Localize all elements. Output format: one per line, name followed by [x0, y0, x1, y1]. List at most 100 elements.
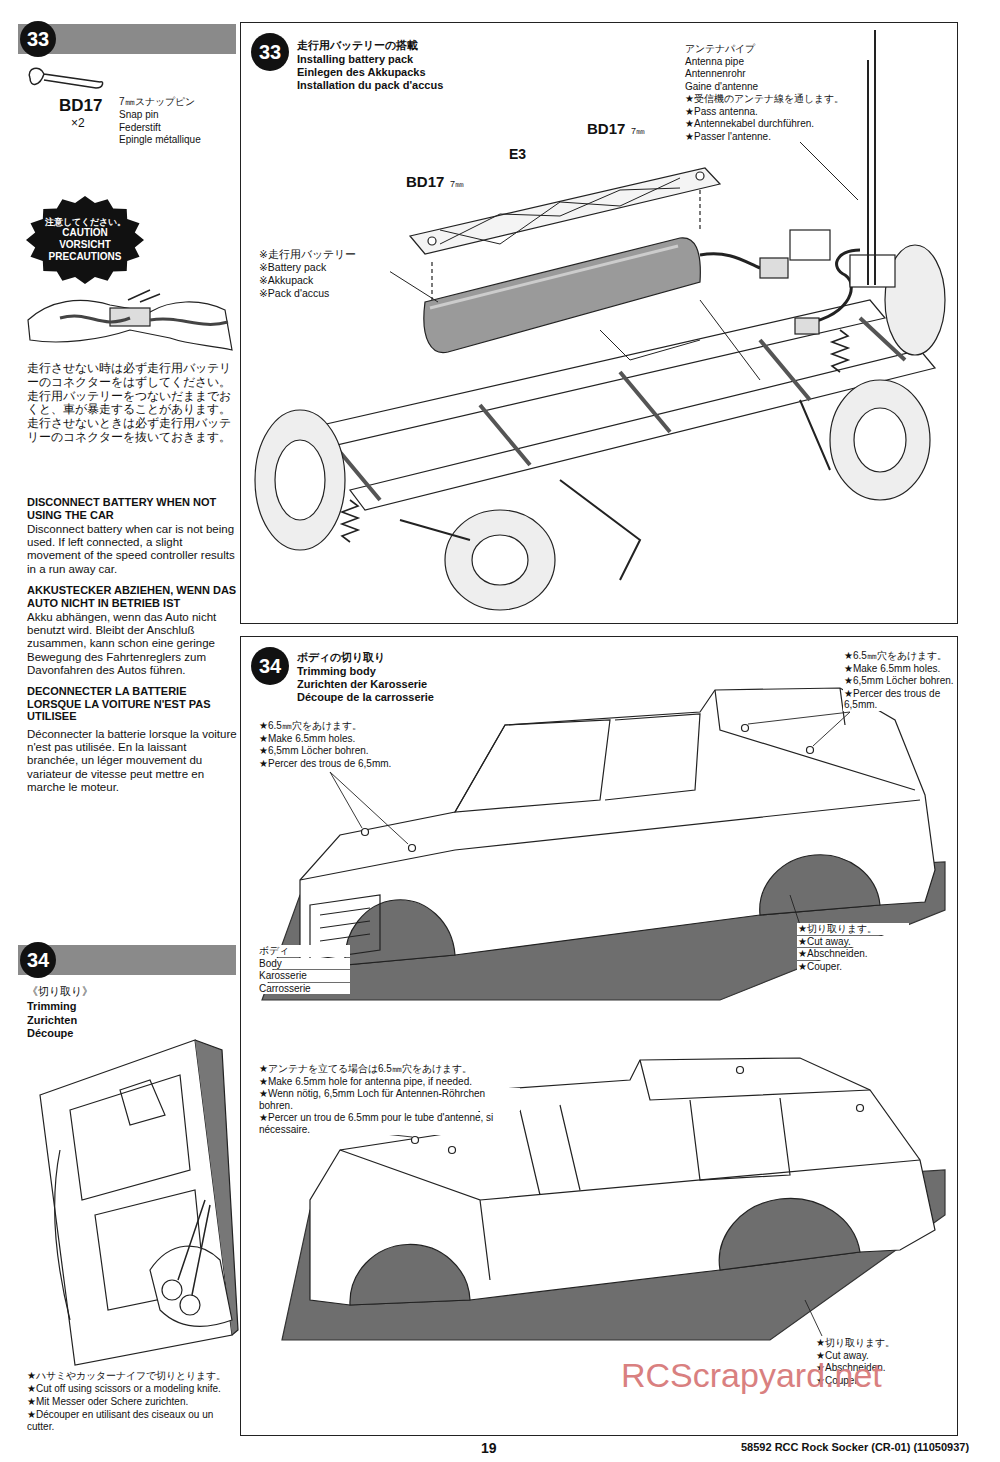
step-number-text: 34: [27, 949, 49, 972]
step-number-text: 34: [259, 655, 281, 678]
instruction-note: ★Make 6.5mm holes.: [258, 733, 410, 745]
instruction-note: ★Cut off using scissors or a modeling kn…: [26, 1383, 240, 1395]
instruction-note: ★Make 6.5mm hole for antenna pipe, if ne…: [258, 1076, 520, 1088]
drawn-part: [807, 747, 814, 754]
instruction-note: ★Percer des trous de 6,5mm.: [258, 758, 410, 770]
drawn-part: [110, 308, 150, 326]
step-number-text: 33: [27, 28, 49, 51]
instruction-note: ★ハサミやカッターナイフで切りとります。: [26, 1370, 240, 1382]
instruction-note: ★Pass antenna.: [684, 106, 856, 118]
drawn-part: [18, 24, 945, 1365]
instruction-note: ★6,5mm Löcher bohren.: [258, 745, 410, 757]
step-heading: ボディの切り取り: [297, 651, 385, 664]
drawn-part: [424, 238, 700, 353]
instruction-note: ★Antennekabel durchführen.: [684, 118, 856, 130]
caution-text: CAUTION: [62, 227, 108, 239]
drawn-part: [742, 725, 749, 732]
drawn-part: [342, 500, 358, 542]
drawn-part: [854, 408, 906, 472]
drawn-part: [28, 300, 232, 350]
instruction-note: ★Percer des trous de 6,5mm.: [843, 688, 957, 711]
instruction-note: ★6.5㎜穴をあけます。: [258, 720, 410, 732]
instruction-note: ★Abschneiden.: [815, 1362, 927, 1374]
caution-badge: 注意してください。CAUTIONVORSICHTPRECAUTIONS: [26, 196, 144, 284]
instruction-note: Karosserie: [258, 970, 350, 982]
caution-heading: DECONNECTER LA BATTERIE LORSQUE LA VOITU…: [26, 685, 240, 723]
instruction-note: BD17: [586, 120, 632, 137]
instruction-note: 《切り取り》: [26, 985, 178, 998]
drawn-part: [430, 246, 678, 308]
step-heading: Installing battery pack: [297, 53, 413, 66]
instruction-note: ★切り取ります。: [815, 1337, 927, 1349]
part-name: Epingle métallique: [118, 134, 240, 146]
drawn-part: [449, 1147, 456, 1154]
drawn-part: [409, 845, 416, 852]
instruction-note: Carrosserie: [258, 983, 350, 995]
instruction-note: アンテナパイプ: [684, 43, 856, 55]
step-heading: Installation du pack d'accus: [297, 79, 443, 92]
drawn-part: [790, 230, 830, 260]
page-footer: 58592 RCC Rock Socker (CR-01) (11050937): [740, 1441, 992, 1454]
instruction-note: Gaine d'antenne: [684, 81, 856, 93]
instruction-note: ★6,5mm Löcher bohren.: [843, 675, 957, 687]
drawn-part: [696, 172, 704, 180]
drawn-part: [330, 318, 905, 500]
drawn-part: [428, 237, 436, 245]
page-footer: RCScrapyard.net: [620, 1356, 812, 1395]
part-count: ×2: [70, 117, 112, 131]
drawn-part: [832, 330, 848, 372]
part-name: 7㎜スナップピン: [118, 96, 240, 108]
part-code: BD17: [58, 96, 120, 116]
drawn-part: [400, 400, 830, 580]
step-heading: Zurichten der Karosserie: [297, 678, 427, 691]
drawn-part: [790, 895, 800, 925]
drawn-part: [300, 300, 885, 450]
drawn-part: [830, 380, 930, 500]
drawn-part: [795, 318, 819, 334]
drawn-part: [850, 255, 895, 287]
drawn-part: [29, 68, 102, 88]
caution-note: Déconnecter la batterie lorsque la voitu…: [26, 728, 240, 794]
step-heading: Trimming body: [297, 665, 376, 678]
instruction-note: ★Cut away.: [797, 936, 909, 948]
drawn-part: [737, 1067, 744, 1074]
drawn-part: [805, 1300, 822, 1336]
instruction-note: Body: [258, 958, 350, 970]
instruction-note: Trimming: [26, 1000, 178, 1013]
caution-heading: DISCONNECT BATTERY WHEN NOT USING THE CA…: [26, 496, 240, 521]
caution-note: Akku abhängen, wenn das Auto nicht benut…: [26, 611, 240, 677]
instruction-note: BD17: [405, 173, 451, 190]
instruction-note: ※Pack d'accus: [258, 287, 390, 299]
drawn-part: [455, 714, 700, 812]
instruction-note: ★Passer l'antenne.: [684, 131, 856, 143]
caution-note: 走行させない時は必ず走行用バッテリーのコネクターをはずしてください。走行用バッテ…: [26, 362, 240, 445]
caution-text: PRECAUTIONS: [49, 251, 122, 263]
drawn-part: [868, 30, 875, 285]
drawn-part: [432, 190, 700, 300]
part-name: Federstift: [118, 122, 240, 134]
caution-text: VORSICHT: [59, 239, 111, 251]
instruction-note: ★Découper en utilisant des ciseaux ou un…: [26, 1409, 240, 1432]
instruction-note: ★6.5㎜穴をあけます。: [843, 650, 957, 662]
drawn-part: [700, 254, 760, 268]
instruction-note: ※Akkupack: [258, 274, 390, 286]
drawn-part: [857, 1105, 864, 1112]
instruction-note: Antenna pipe: [684, 56, 856, 68]
instruction-note: 7㎜: [449, 179, 481, 189]
instruction-note: ★Abschneiden.: [797, 948, 909, 960]
instruction-note: ★受信機のアンテナ線を通します。: [684, 93, 856, 105]
instruction-note: Antennenrohr: [684, 68, 856, 80]
instruction-note: ★切り取ります。: [797, 923, 909, 935]
drawn-part: [275, 440, 325, 520]
drawn-part: [350, 350, 935, 510]
part-name: Snap pin: [118, 109, 240, 121]
drawn-part: [350, 1198, 860, 1305]
instruction-note: ★アンテナを立てる場合は6.5㎜穴をあけます。: [258, 1063, 520, 1075]
step-number: 33: [20, 21, 56, 57]
step-number: 33: [251, 33, 289, 71]
drawn-part: [300, 800, 920, 960]
step-number: 34: [20, 942, 56, 978]
drawn-part: [640, 1060, 870, 1180]
drawn-part: [55, 1080, 165, 1320]
